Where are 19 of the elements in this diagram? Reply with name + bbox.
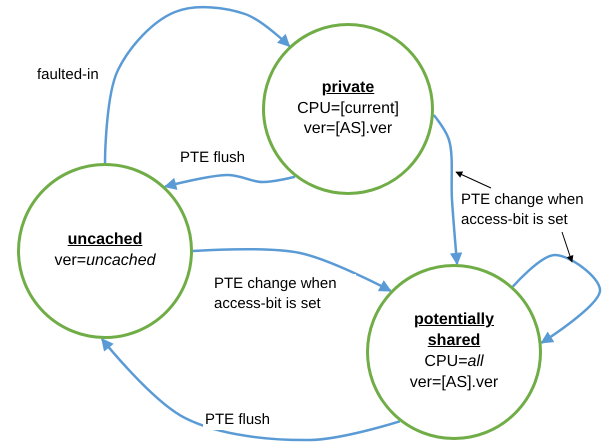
- transition-arrow: [432, 114, 462, 266]
- state-attribute: ver=[AS].ver: [304, 119, 392, 140]
- state-name: private: [322, 78, 374, 98]
- state-attribute: CPU=all: [424, 352, 484, 372]
- state-circle: [366, 264, 542, 440]
- transition-arrow: [192, 248, 392, 292]
- state-circle: [262, 23, 434, 195]
- state-name: uncached: [68, 230, 142, 250]
- leader-line: [562, 232, 574, 263]
- state-circle: [17, 163, 193, 339]
- state-attribute: ver=[AS].ver: [410, 372, 498, 393]
- state-attribute: CPU=[current]: [297, 98, 399, 119]
- transition-arrow: [512, 254, 602, 344]
- state-attribute: ver=uncached: [54, 251, 156, 271]
- transition-arrow: [100, 338, 400, 442]
- leader-line: [455, 171, 492, 188]
- note-text: PTE change when access-bit is set: [461, 190, 585, 229]
- transition-arrow: [104, 6, 290, 164]
- transition-arrow: [164, 174, 296, 190]
